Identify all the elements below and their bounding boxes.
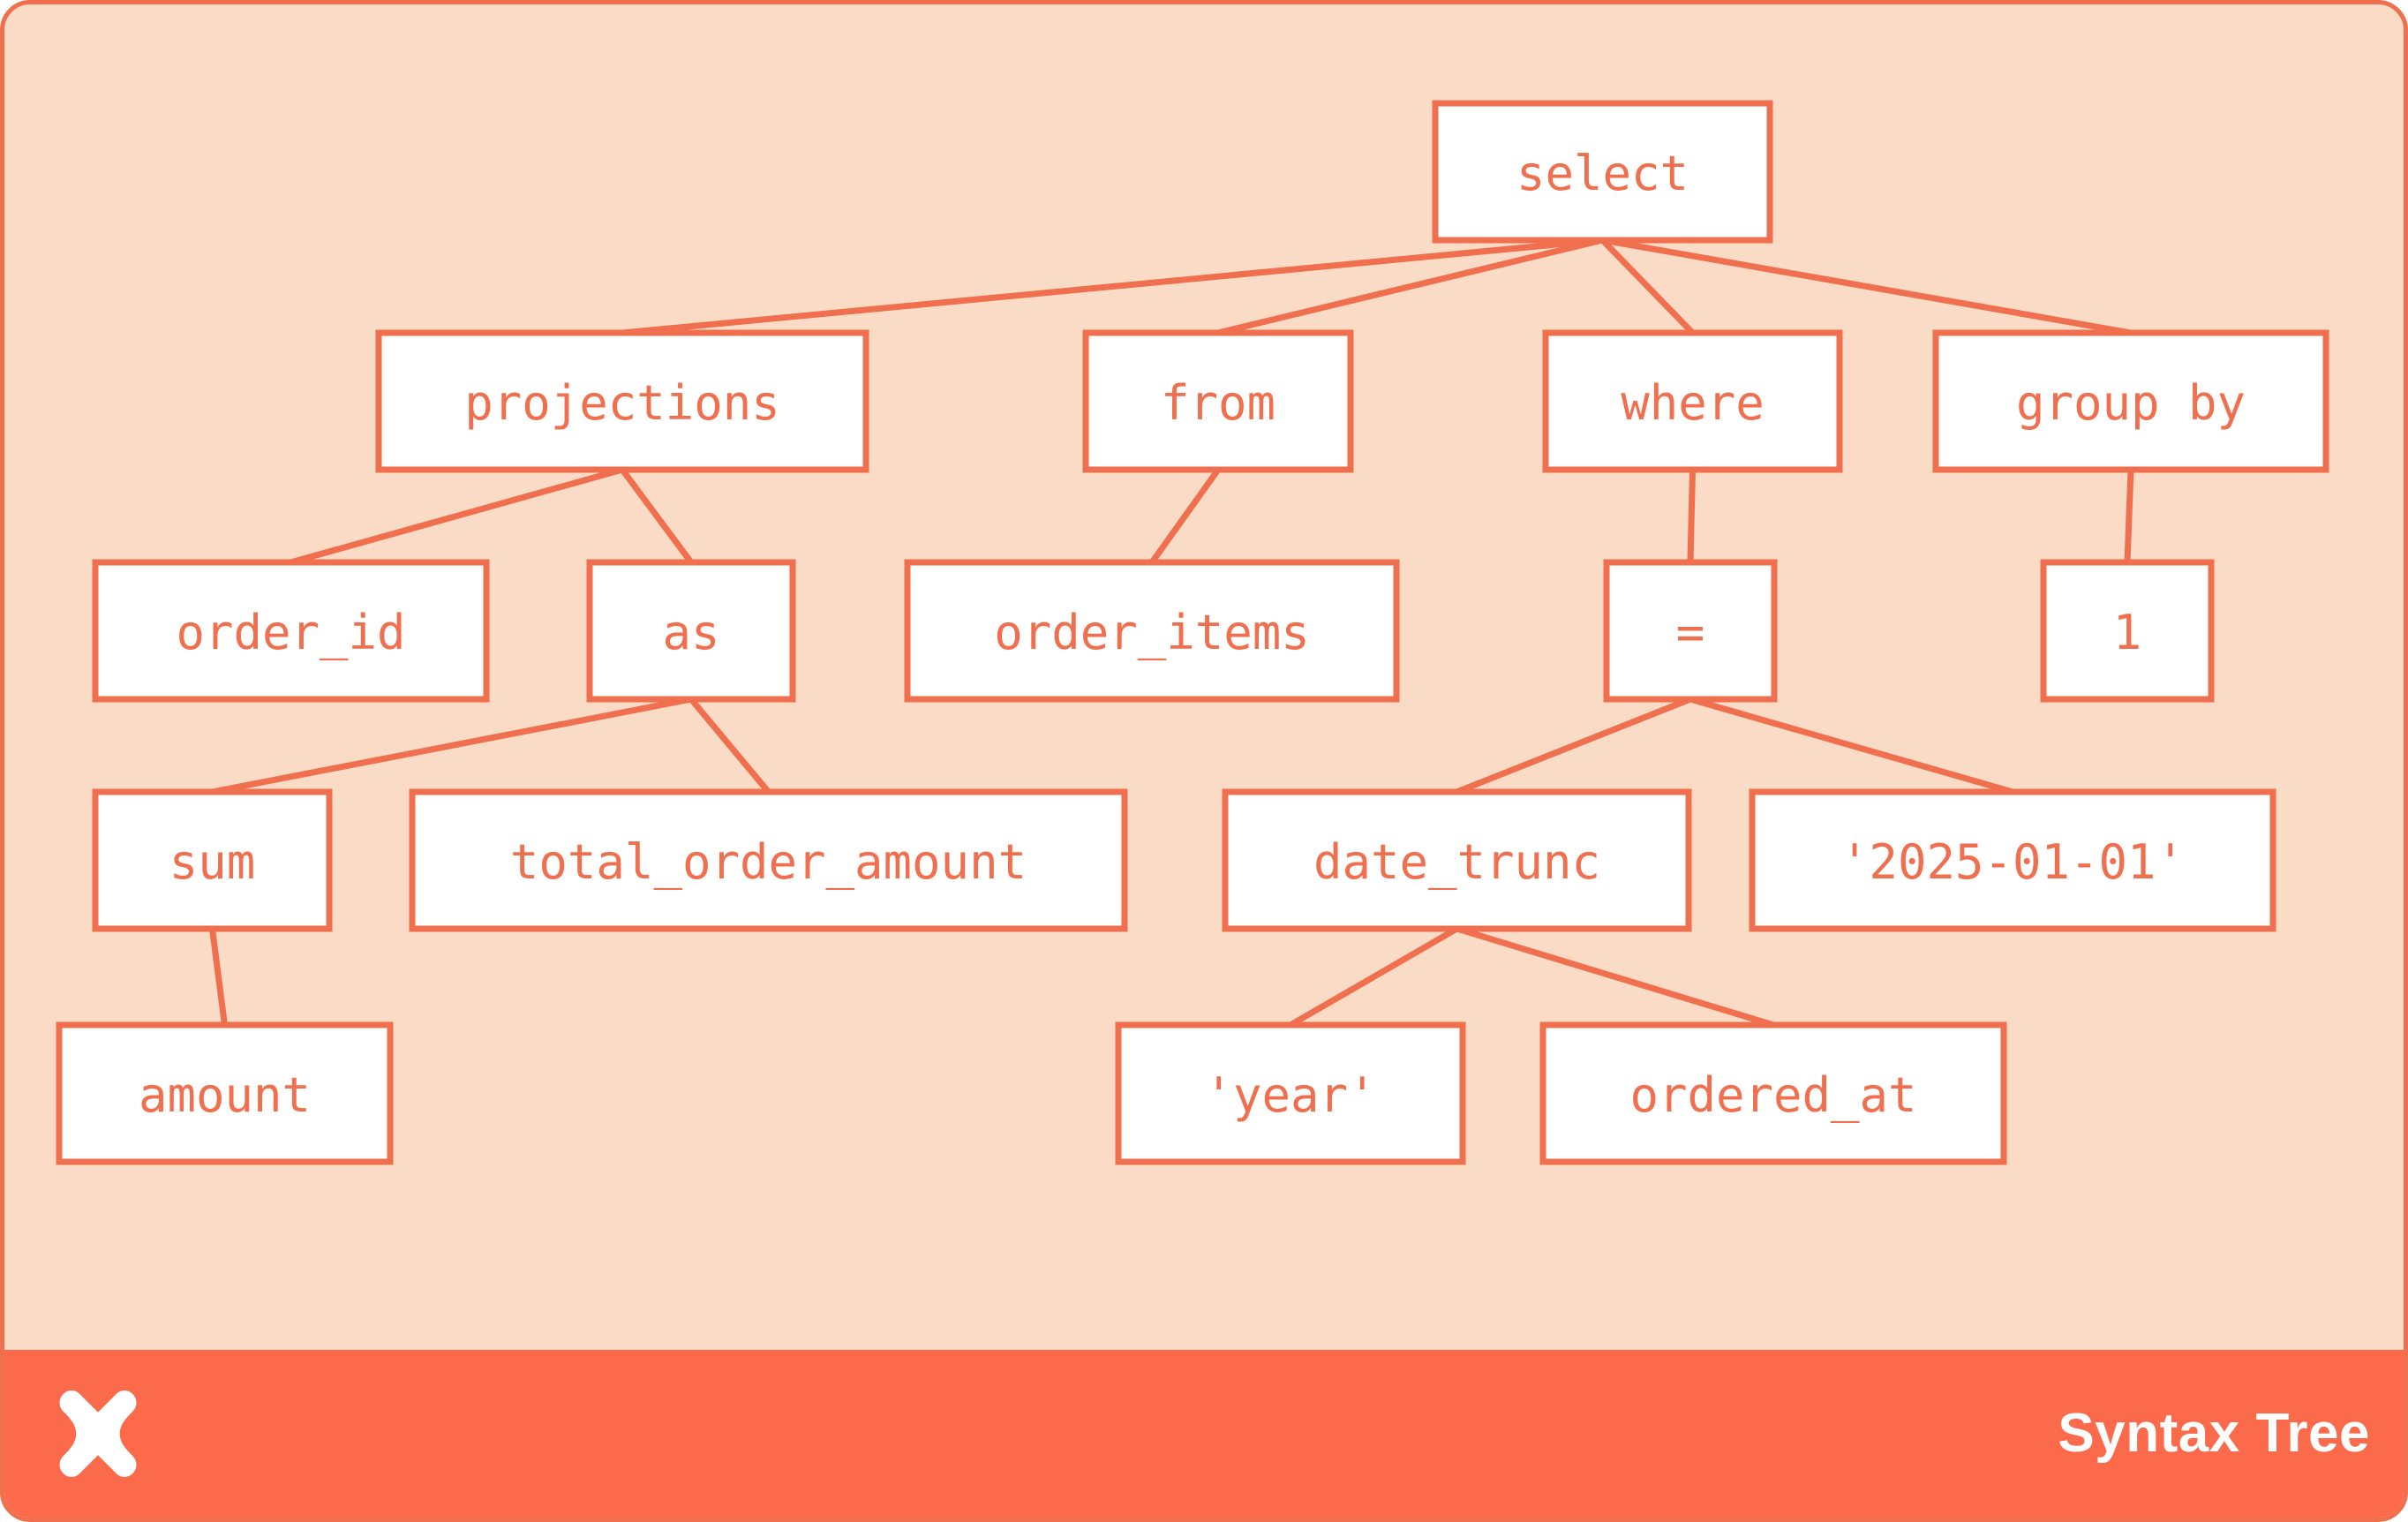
tree-edge bbox=[1217, 237, 1604, 336]
tree-edge bbox=[211, 696, 692, 795]
tree-node-where[interactable]: where bbox=[1542, 329, 1843, 473]
tree-node-label: 1 bbox=[2113, 605, 2142, 660]
tree-node-box bbox=[1542, 329, 1843, 473]
tree-node-ordered-at[interactable]: ordered_at bbox=[1539, 1021, 2007, 1165]
tree-node-year-literal[interactable]: 'year' bbox=[1115, 1021, 1466, 1165]
diagram-canvas: select projections from where group by order_… bbox=[4, 4, 2404, 1359]
tree-nodes-layer: select projections from where group by order_… bbox=[56, 100, 2329, 1165]
tree-node-label: ordered_at bbox=[1629, 1067, 1916, 1123]
tree-node-label: total_order_amount bbox=[510, 834, 1027, 890]
footer-title: Syntax Tree bbox=[2058, 1403, 2370, 1464]
tree-node-box bbox=[1432, 100, 1773, 244]
tree-node-label: where bbox=[1621, 375, 1765, 431]
tree-node-group-by[interactable]: group by bbox=[1932, 329, 2329, 473]
tree-edge bbox=[1289, 925, 1459, 1028]
tree-node-label: order_id bbox=[176, 605, 405, 660]
tree-node-label: 'year' bbox=[1204, 1067, 1376, 1123]
tree-node-label: date_trunc bbox=[1313, 834, 1600, 890]
tree-edge bbox=[1456, 696, 1692, 795]
tree-node-date-literal[interactable]: '2025-01-01' bbox=[1749, 788, 2276, 932]
tree-node-label: select bbox=[1516, 146, 1689, 201]
tree-edge bbox=[1149, 467, 1221, 565]
tree-node-box bbox=[2040, 559, 2215, 703]
tree-node-box bbox=[92, 559, 490, 703]
tree-node-order-items[interactable]: order_items bbox=[904, 559, 1400, 703]
tree-node-projections[interactable]: projections bbox=[375, 329, 869, 473]
tree-node-box bbox=[1115, 1021, 1466, 1165]
tree-node-label: sum bbox=[169, 834, 256, 890]
tree-node-order-id[interactable]: order_id bbox=[92, 559, 490, 703]
tree-edge bbox=[1599, 237, 1696, 335]
tree-node-label: = bbox=[1676, 605, 1705, 660]
tree-node-box bbox=[375, 329, 869, 473]
tree-edge bbox=[1456, 925, 1775, 1028]
tree-edge bbox=[1689, 696, 2013, 795]
tree-node-select[interactable]: select bbox=[1432, 100, 1773, 244]
tree-node-label: projections bbox=[464, 375, 780, 431]
tree-node-label: amount bbox=[139, 1067, 311, 1123]
star-x-logo-icon bbox=[59, 1390, 137, 1477]
tree-edge bbox=[689, 697, 771, 795]
tree-node-label: order_items bbox=[994, 605, 1310, 660]
tree-edge bbox=[1687, 469, 1696, 563]
tree-node-box bbox=[92, 788, 333, 932]
tree-node-box bbox=[409, 788, 1128, 932]
tree-node-amount[interactable]: amount bbox=[56, 1021, 394, 1165]
tree-node-label: as bbox=[662, 605, 719, 660]
tree-node-as[interactable]: as bbox=[586, 559, 796, 703]
tree-node-from[interactable]: from bbox=[1082, 329, 1354, 473]
tree-node-box bbox=[1222, 788, 1692, 932]
tree-node-box bbox=[1749, 788, 2276, 932]
tree-node-equals[interactable]: = bbox=[1603, 559, 1778, 703]
tree-node-box bbox=[1082, 329, 1354, 473]
tree-node-box bbox=[904, 559, 1400, 703]
tree-edges-layer bbox=[209, 237, 2134, 1028]
tree-edge bbox=[621, 237, 1603, 336]
tree-edge bbox=[1601, 237, 2132, 336]
tree-node-label: from bbox=[1161, 375, 1275, 431]
tree-node-box bbox=[586, 559, 796, 703]
syntax-tree-svg: select projections from where group by order_… bbox=[56, 100, 2329, 1165]
tree-edge bbox=[2124, 469, 2134, 563]
tree-node-box bbox=[1603, 559, 1778, 703]
tree-node-date-trunc[interactable]: date_trunc bbox=[1222, 788, 1692, 932]
tree-node-box bbox=[1932, 329, 2329, 473]
tree-node-box bbox=[56, 1021, 394, 1165]
tree-edge bbox=[209, 928, 228, 1026]
tree-edge bbox=[290, 466, 623, 566]
tree-node-label: group by bbox=[2016, 375, 2246, 431]
tree-node-box bbox=[1539, 1021, 2007, 1165]
tree-edge bbox=[620, 467, 694, 565]
tree-node-label: '2025-01-01' bbox=[1840, 834, 2185, 890]
tree-node-one[interactable]: 1 bbox=[2040, 559, 2215, 703]
tree-node-total-order-amount[interactable]: total_order_amount bbox=[409, 788, 1128, 932]
tree-node-sum[interactable]: sum bbox=[92, 788, 333, 932]
footer-bar: Syntax Tree bbox=[4, 1350, 2404, 1518]
